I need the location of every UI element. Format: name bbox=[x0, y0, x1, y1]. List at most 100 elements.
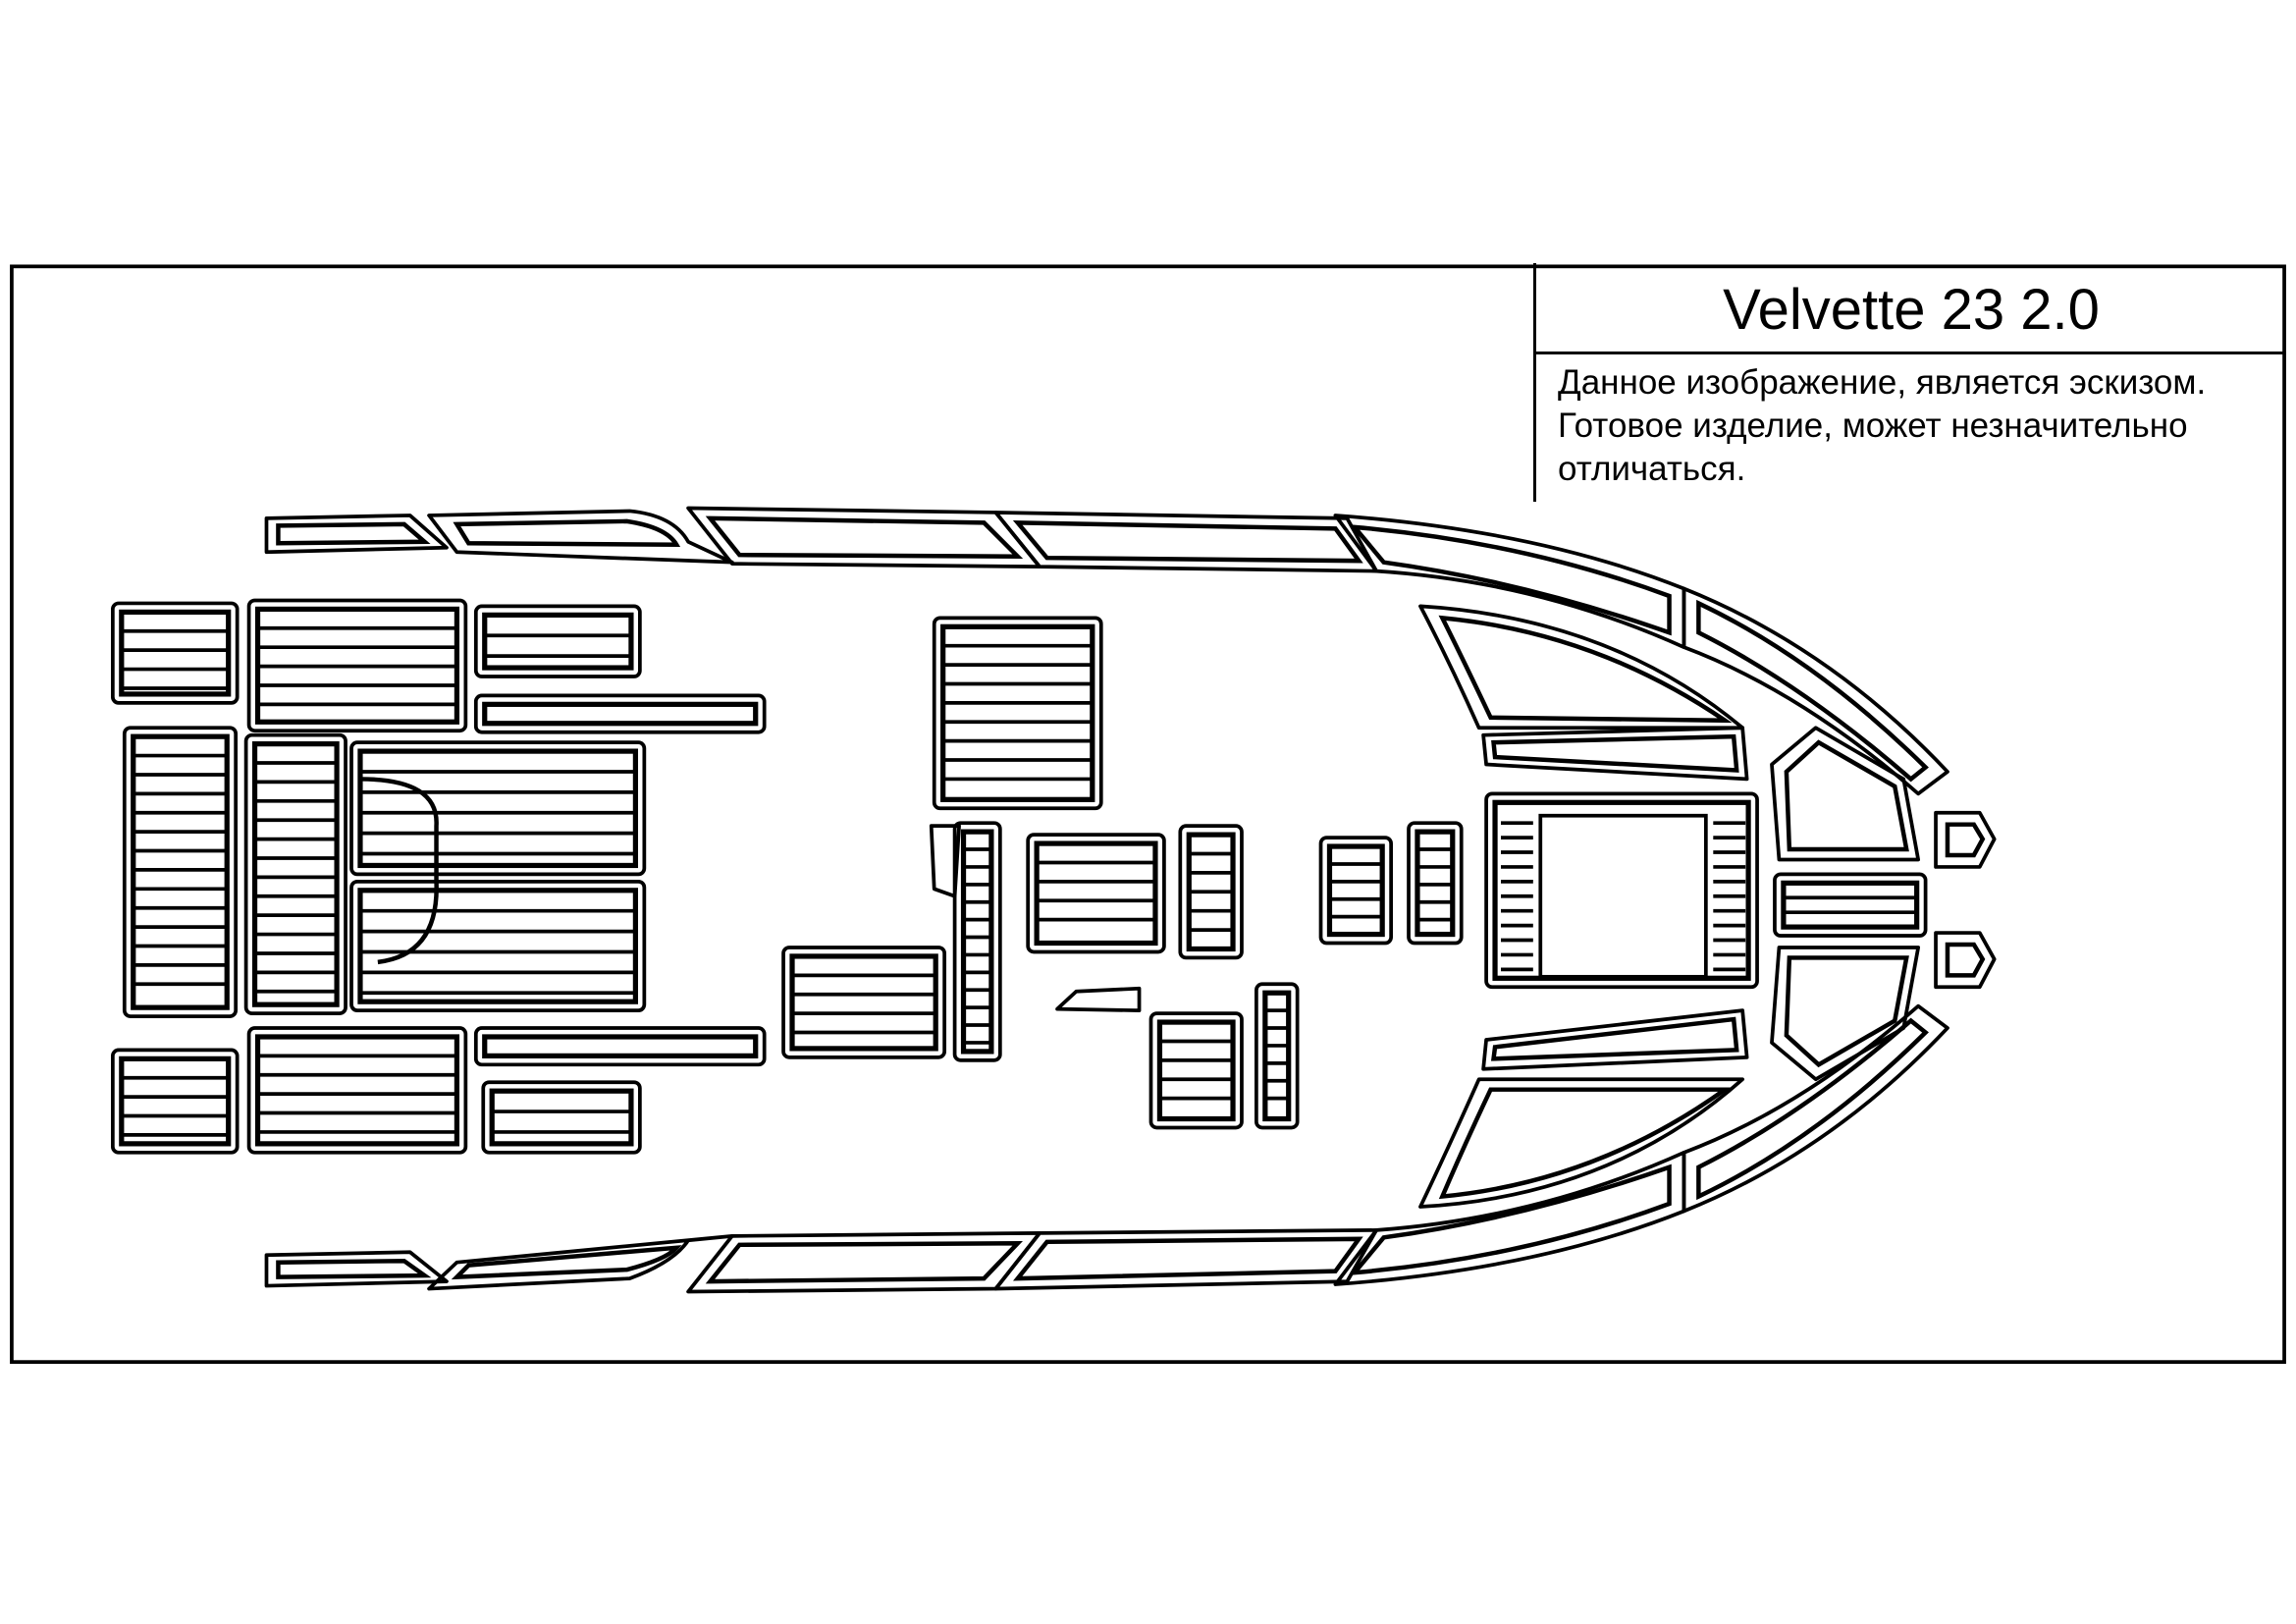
pad-inner-outline bbox=[482, 1034, 759, 1058]
pad-inner-outline bbox=[357, 888, 639, 1004]
pad-outline bbox=[1481, 1008, 1749, 1071]
pad-outline bbox=[1055, 986, 1142, 1012]
pad-inner-outline bbox=[1262, 990, 1292, 1122]
bow-side-pad-25 bbox=[1481, 726, 1749, 782]
pad-inner-outline bbox=[1945, 942, 1986, 978]
pad-inner-outline bbox=[1438, 615, 1733, 724]
pad-inner-outline bbox=[254, 1034, 460, 1147]
gunwale-pad-37 bbox=[993, 511, 1379, 573]
pad-outline bbox=[1770, 726, 1921, 862]
pad-inner-outline bbox=[1490, 1016, 1739, 1061]
deck-pad-2 bbox=[246, 598, 468, 733]
pad-inner-outline bbox=[1438, 1087, 1733, 1200]
pad-outline bbox=[781, 946, 947, 1059]
pad-outline bbox=[1418, 604, 1744, 731]
deck-pad-4 bbox=[473, 693, 767, 734]
deck-pad-14 bbox=[952, 821, 1002, 1062]
pad-outline bbox=[246, 1026, 468, 1155]
pad-inner-outline bbox=[1326, 843, 1385, 938]
pad-outline bbox=[1773, 872, 1928, 938]
note-line-2: Готовое изделие, может незначительно bbox=[1558, 406, 2188, 445]
gunwale-pad-40 bbox=[264, 1250, 449, 1288]
pad-inner-outline bbox=[705, 515, 1024, 559]
pad-inner-outline bbox=[1784, 955, 1909, 1068]
bow-curved-pad-28 bbox=[1418, 1077, 1744, 1209]
pad-outline bbox=[473, 604, 642, 678]
pad-outline bbox=[473, 1026, 767, 1067]
deck-pad-7 bbox=[349, 740, 647, 877]
pad-inner-outline bbox=[1492, 799, 1751, 981]
pad-inner-outline bbox=[1012, 1236, 1363, 1281]
bow-curved-pad-27 bbox=[1418, 604, 1744, 731]
deck-pad-21 bbox=[1407, 821, 1464, 946]
deck-pad-19 bbox=[1255, 982, 1300, 1130]
deck-pad-3 bbox=[473, 604, 642, 678]
deck-pad-20 bbox=[1318, 836, 1393, 946]
bow-tip-pad-29 bbox=[1770, 726, 1921, 862]
pad-inner-outline bbox=[1784, 739, 1909, 852]
pad-outline bbox=[427, 509, 734, 565]
gunwale-pad-35 bbox=[427, 509, 734, 565]
model-title: Velvette 23 2.0 bbox=[1536, 263, 2286, 354]
pad-inner-outline bbox=[1696, 1017, 1929, 1201]
pad-outline bbox=[1481, 726, 1749, 782]
cup-holder-cutout bbox=[359, 777, 439, 965]
pad-inner-outline bbox=[119, 609, 232, 697]
pad-outline bbox=[243, 732, 347, 1015]
pad-inner-outline bbox=[1012, 520, 1363, 564]
drawing-frame bbox=[10, 264, 2286, 1365]
deck-pad-17 bbox=[781, 946, 947, 1059]
deck-pad-16 bbox=[1178, 824, 1244, 960]
pad-outline bbox=[110, 601, 240, 705]
deck-pad-9 bbox=[110, 1048, 240, 1155]
pad-inner-outline bbox=[1349, 1164, 1672, 1275]
gunwale-pad-42 bbox=[686, 1231, 1041, 1294]
pad-outline bbox=[1418, 1077, 1744, 1209]
pad-outline bbox=[481, 1080, 642, 1155]
bow-cleat-pad-32 bbox=[1934, 810, 1997, 869]
gunwale-pad-34 bbox=[264, 514, 449, 555]
deck-pad-15 bbox=[1026, 833, 1166, 954]
gunwale-pad-36 bbox=[686, 506, 1041, 569]
note-line-3: отличаться. bbox=[1558, 450, 1746, 488]
deck-pad-31 bbox=[1773, 872, 1928, 938]
pad-outline bbox=[1407, 821, 1464, 946]
pad-pieces bbox=[110, 506, 1997, 1294]
pad-inner-outline bbox=[482, 612, 634, 671]
pad-inner-outline bbox=[451, 1245, 682, 1280]
pad-outline bbox=[1770, 946, 1921, 1082]
pad-outline bbox=[1026, 833, 1166, 954]
pad-outline bbox=[1148, 1011, 1244, 1130]
small-wedge-pad-22 bbox=[929, 824, 961, 898]
pad-outline bbox=[1934, 931, 1997, 990]
bow-tip-pad-30 bbox=[1770, 946, 1921, 1082]
pad-inner-outline bbox=[453, 518, 681, 548]
deck-pad-11 bbox=[473, 1026, 767, 1067]
pad-inner-outline bbox=[1491, 733, 1739, 773]
pad-inner-outline bbox=[1945, 822, 1986, 858]
pad-inner-outline bbox=[1156, 1019, 1236, 1122]
disclaimer-note: Данное изображение, является эскизом. Го… bbox=[1558, 361, 2206, 491]
deck-pad-5 bbox=[122, 726, 239, 1018]
pad-inner-outline bbox=[789, 953, 938, 1052]
pad-outline bbox=[1178, 824, 1244, 960]
pad-outline bbox=[1682, 1003, 1949, 1214]
pad-outline bbox=[349, 740, 647, 877]
gunwale-bow-pad-45 bbox=[1682, 1003, 1949, 1214]
pad-outline bbox=[264, 514, 449, 555]
pad-outline bbox=[1318, 836, 1393, 946]
deck-pad-6 bbox=[243, 732, 347, 1015]
pad-outline bbox=[952, 821, 1002, 1062]
pad-inner-outline bbox=[940, 623, 1095, 802]
deck-pad-18 bbox=[1148, 1011, 1244, 1130]
title-block: Velvette 23 2.0 Данное изображение, явля… bbox=[1533, 263, 2286, 502]
gunwale-bow-pad-39 bbox=[1682, 586, 1949, 796]
pad-outline bbox=[246, 598, 468, 733]
bow-cleat-pad-33 bbox=[1934, 931, 1997, 990]
deck-pad-12 bbox=[481, 1080, 642, 1155]
pad-outline bbox=[929, 824, 961, 898]
pad-outline bbox=[122, 726, 239, 1018]
pad-inner-outline bbox=[489, 1088, 634, 1147]
pad-outline bbox=[264, 1250, 449, 1288]
pad-outline bbox=[427, 1233, 734, 1291]
